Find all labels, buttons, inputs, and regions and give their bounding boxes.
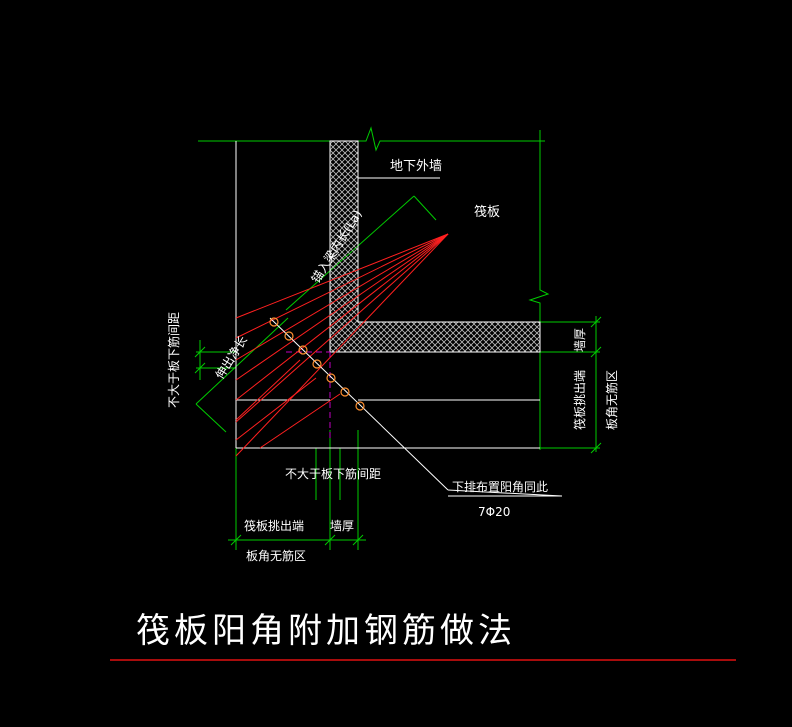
- extend-dim-line: [195, 317, 289, 405]
- right-break-line: [528, 130, 550, 450]
- rebar-marker-1: [269, 317, 279, 327]
- corner-rebar-3: [235, 233, 449, 361]
- raft-slab-outline: [235, 141, 540, 449]
- rebar-marker-6: [340, 387, 350, 397]
- label-overhang-right-2: 板角无筋区: [604, 370, 619, 430]
- la-ext-1: [413, 195, 437, 221]
- label-rebar-note: 下排布置阳角同此: [452, 480, 548, 494]
- label-wall-thick-bottom: 墙厚: [330, 519, 354, 533]
- label-overhang-right-1: 筏板挑出端: [573, 370, 587, 430]
- corner-rebar-6: [235, 233, 449, 423]
- label-outer-wall: 地下外墙: [390, 159, 442, 174]
- corner-rebar-5: [235, 233, 449, 401]
- centerlines: [286, 351, 331, 440]
- leader-to-note: [447, 489, 563, 497]
- top-break-line: [198, 126, 545, 152]
- corner-rebar-short-1: [235, 359, 301, 421]
- dimension-lines: [194, 126, 602, 550]
- rebar-marker-3: [298, 345, 308, 355]
- corner-rebar-4: [235, 233, 449, 381]
- label-raft: 筏板: [474, 204, 500, 220]
- label-spacing-bottom: 不大于板下筋间距: [285, 466, 381, 481]
- corner-rebar-1: [235, 233, 449, 319]
- corner-rebar-7: [235, 233, 449, 457]
- bottom-tick-1: [230, 534, 242, 546]
- right-tick-1: [590, 316, 602, 328]
- rebar-fan: [235, 233, 449, 457]
- label-overhang-bottom-2: 板角无筋区: [246, 548, 306, 563]
- corner-rebar-short-2: [235, 377, 317, 441]
- bottom-tick-3: [352, 534, 364, 546]
- rebar-marker-2: [284, 331, 294, 341]
- rebar-marker-7: [355, 401, 365, 411]
- bottom-tick-2: [324, 534, 336, 546]
- label-overhang-bottom-1: 筏板挑出端: [244, 519, 304, 533]
- rebar-placement-line: [269, 317, 449, 491]
- extend-ext: [195, 403, 227, 433]
- right-tick-3: [590, 442, 602, 454]
- right-tick-2: [590, 346, 602, 358]
- rebar-marker-5: [326, 373, 336, 383]
- rebar-marker-4: [312, 359, 322, 369]
- label-wall-thick-right: 墙厚: [573, 328, 587, 352]
- label-spacing-left: 不大于板下筋间距: [166, 312, 181, 408]
- left-tick-2: [194, 362, 206, 374]
- left-tick-1: [194, 346, 206, 358]
- rebar-markers: [269, 317, 365, 411]
- label-rebar-spec: 7Φ20: [478, 505, 510, 519]
- corner-rebar-short-3: [259, 393, 341, 449]
- drawing-title: 筏板阳角附加钢筋做法: [136, 611, 516, 651]
- corner-rebar-2: [235, 233, 449, 339]
